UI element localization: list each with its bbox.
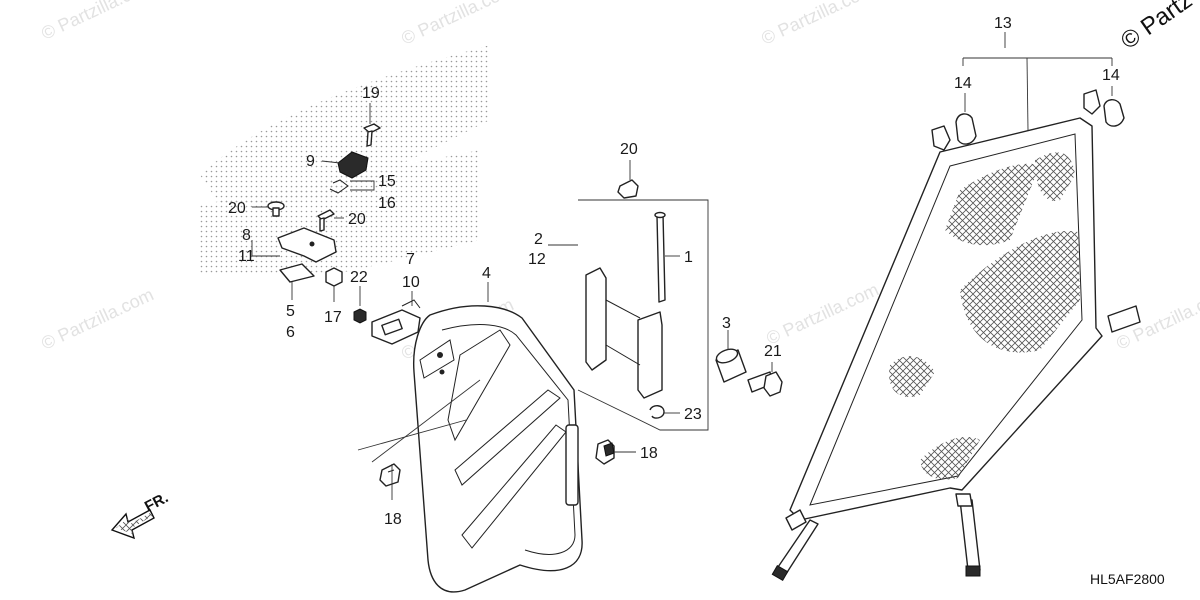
callout-7: 7 — [406, 251, 415, 268]
net-13 — [771, 89, 1141, 582]
callout-12: 12 — [528, 251, 546, 268]
callout-22: 22 — [350, 269, 368, 286]
collar-3 — [715, 348, 747, 383]
callout-10: 10 — [402, 274, 420, 291]
bracket-assembly — [267, 123, 421, 345]
watermark: © Partzilla.com — [38, 0, 156, 44]
watermark: © Partzilla.com — [398, 0, 516, 49]
callout-17: 17 — [324, 309, 342, 326]
diagram-code: HL5AF2800 — [1090, 571, 1165, 587]
hinge-plate-2 — [585, 267, 607, 371]
group-box — [577, 199, 709, 431]
callout-13: 13 — [994, 15, 1012, 32]
watermark: © Partzilla.com — [38, 284, 156, 353]
callout-1: 1 — [684, 249, 693, 266]
callout-20: 20 — [348, 211, 366, 228]
bolt-21 — [747, 371, 783, 397]
hinge-plate-12 — [637, 311, 663, 399]
nut-22 — [353, 308, 367, 324]
callout-21: 21 — [764, 343, 782, 360]
bolt-20-right — [617, 179, 639, 199]
bolt-20-left — [267, 201, 285, 217]
watermark: © Partzilla.com — [758, 0, 876, 49]
front-direction-arrow: FR. — [110, 489, 171, 540]
dotted-shading — [200, 45, 490, 275]
callout-11: 11 — [238, 248, 255, 265]
side-panel-4 — [413, 305, 583, 593]
bolt-19 — [363, 123, 381, 147]
callout-14: 14 — [1102, 67, 1120, 84]
callout-23: 23 — [684, 406, 702, 423]
callout-20: 20 — [228, 200, 246, 217]
callout-19: 19 — [362, 85, 380, 102]
corner-copyright: © Partz — [1116, 0, 1197, 55]
hook-14-left — [955, 113, 977, 145]
clip-15-16 — [329, 179, 349, 194]
callout-8: 8 — [242, 227, 251, 244]
bolt-18-bottom — [379, 463, 401, 487]
clamp-9 — [337, 151, 369, 179]
callout-15: 15 — [378, 173, 396, 190]
clip-23 — [649, 405, 665, 419]
callout-14: 14 — [954, 75, 972, 92]
pin-1 — [656, 213, 666, 303]
callouts: 19 9 15 16 20 20 8 11 7 10 22 5 6 17 4 1… — [228, 15, 1120, 528]
hinge-assembly — [577, 179, 783, 431]
callout-9: 9 — [306, 153, 315, 170]
callout-3: 3 — [722, 315, 731, 332]
plate-8-11 — [277, 227, 337, 263]
callout-5: 5 — [286, 303, 295, 320]
callout-18: 18 — [384, 511, 402, 528]
link-5-6 — [279, 263, 315, 283]
bolt-18-right — [595, 439, 615, 465]
callout-20: 20 — [620, 141, 638, 158]
callout-2: 2 — [534, 231, 543, 248]
hook-14-right — [1103, 99, 1125, 127]
bolt-20-middle — [317, 209, 335, 232]
callout-6: 6 — [286, 324, 295, 341]
nut-17 — [325, 267, 343, 287]
leader-lines — [251, 32, 1113, 500]
callout-18: 18 — [640, 445, 658, 462]
callout-16: 16 — [378, 195, 396, 212]
callout-4: 4 — [482, 265, 491, 282]
